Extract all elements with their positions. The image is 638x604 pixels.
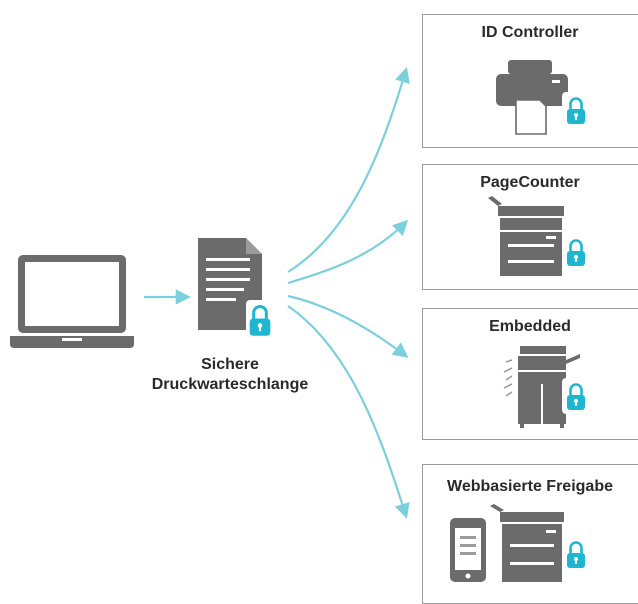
phone-printer-lock-icon: [450, 504, 590, 582]
arrow-to-pagecounter: [287, 219, 409, 285]
queue-label-line2: Druckwarteschlange: [151, 376, 309, 393]
printer-lock-icon: [496, 60, 590, 135]
locked-document-icon: [198, 238, 274, 338]
multifunction-printer-lock-icon: [488, 196, 590, 276]
target-box-embedded: [422, 308, 638, 440]
target-label-id-controller: ID Controller: [481, 24, 579, 41]
arrow-to-webbasierte-freigabe: [287, 305, 410, 519]
laptop-icon: [10, 255, 134, 348]
target-label-embedded: Embedded: [489, 318, 571, 335]
queue-label-line1: Sichere: [201, 356, 259, 373]
arrow-to-id-controller: [287, 67, 410, 273]
large-copier-lock-icon: [503, 346, 590, 428]
target-label-webbasierte-freigabe: Webbasierte Freigabe: [447, 478, 613, 495]
target-label-pagecounter: PageCounter: [480, 174, 580, 191]
target-box-id-controller: [422, 14, 638, 148]
arrow-to-embedded: [287, 294, 409, 358]
target-box-pagecounter: [422, 164, 638, 290]
